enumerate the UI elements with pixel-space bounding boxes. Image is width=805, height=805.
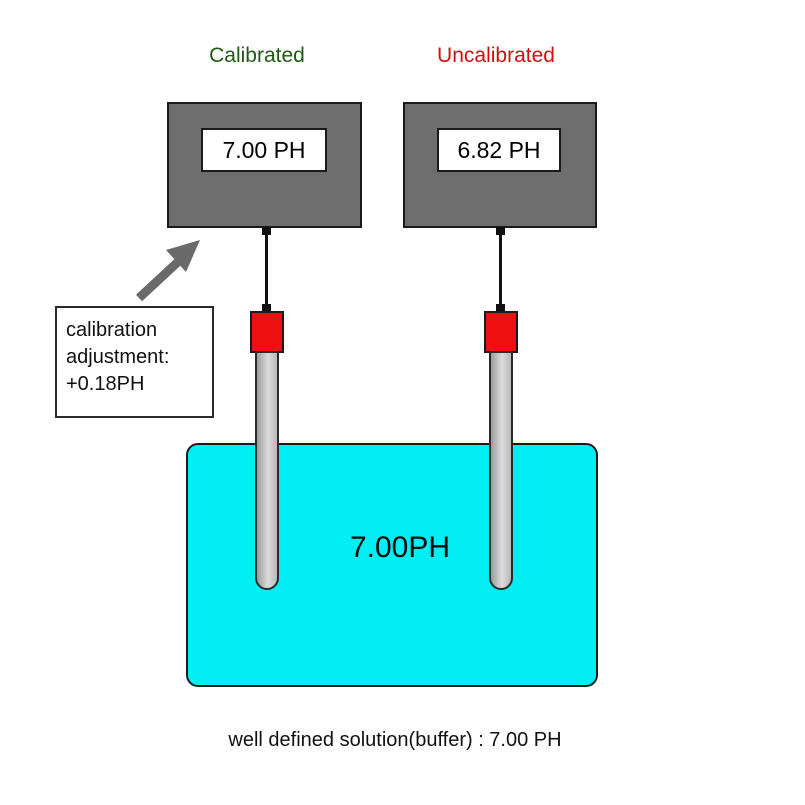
buffer-solution-value: 7.00PH [349, 531, 451, 564]
uncalibrated-probe-tube [489, 351, 513, 590]
uncalibrated-meter-title: Uncalibrated [437, 44, 555, 67]
calibrated-meter-connector [262, 227, 271, 235]
callout-line-2: adjustment: [66, 346, 170, 368]
uncalibrated-probe-connector [496, 304, 505, 312]
calibrated-meter-display: 7.00 PH [201, 128, 327, 172]
calibrated-probe-cap [250, 311, 284, 353]
buffer-solution-container [186, 443, 598, 687]
uncalibrated-meter-display: 6.82 PH [437, 128, 561, 172]
calibrated-probe-connector [262, 304, 271, 312]
callout-arrow-icon [135, 240, 200, 302]
uncalibrated-meter-connector [496, 227, 505, 235]
uncalibrated-probe-cap [484, 311, 518, 353]
calibrated-probe-tube [255, 351, 279, 590]
caption: well defined solution(buffer) : 7.00 PH [228, 729, 562, 751]
callout-line-3: +0.18PH [66, 373, 145, 395]
calibrated-meter-title: Calibrated [209, 44, 305, 67]
calibrated-probe-cable [265, 232, 268, 306]
uncalibrated-probe-cable [499, 232, 502, 306]
callout-line-1: calibration [66, 319, 158, 341]
calibration-adjustment-callout: calibration adjustment: +0.18PH [55, 306, 214, 418]
